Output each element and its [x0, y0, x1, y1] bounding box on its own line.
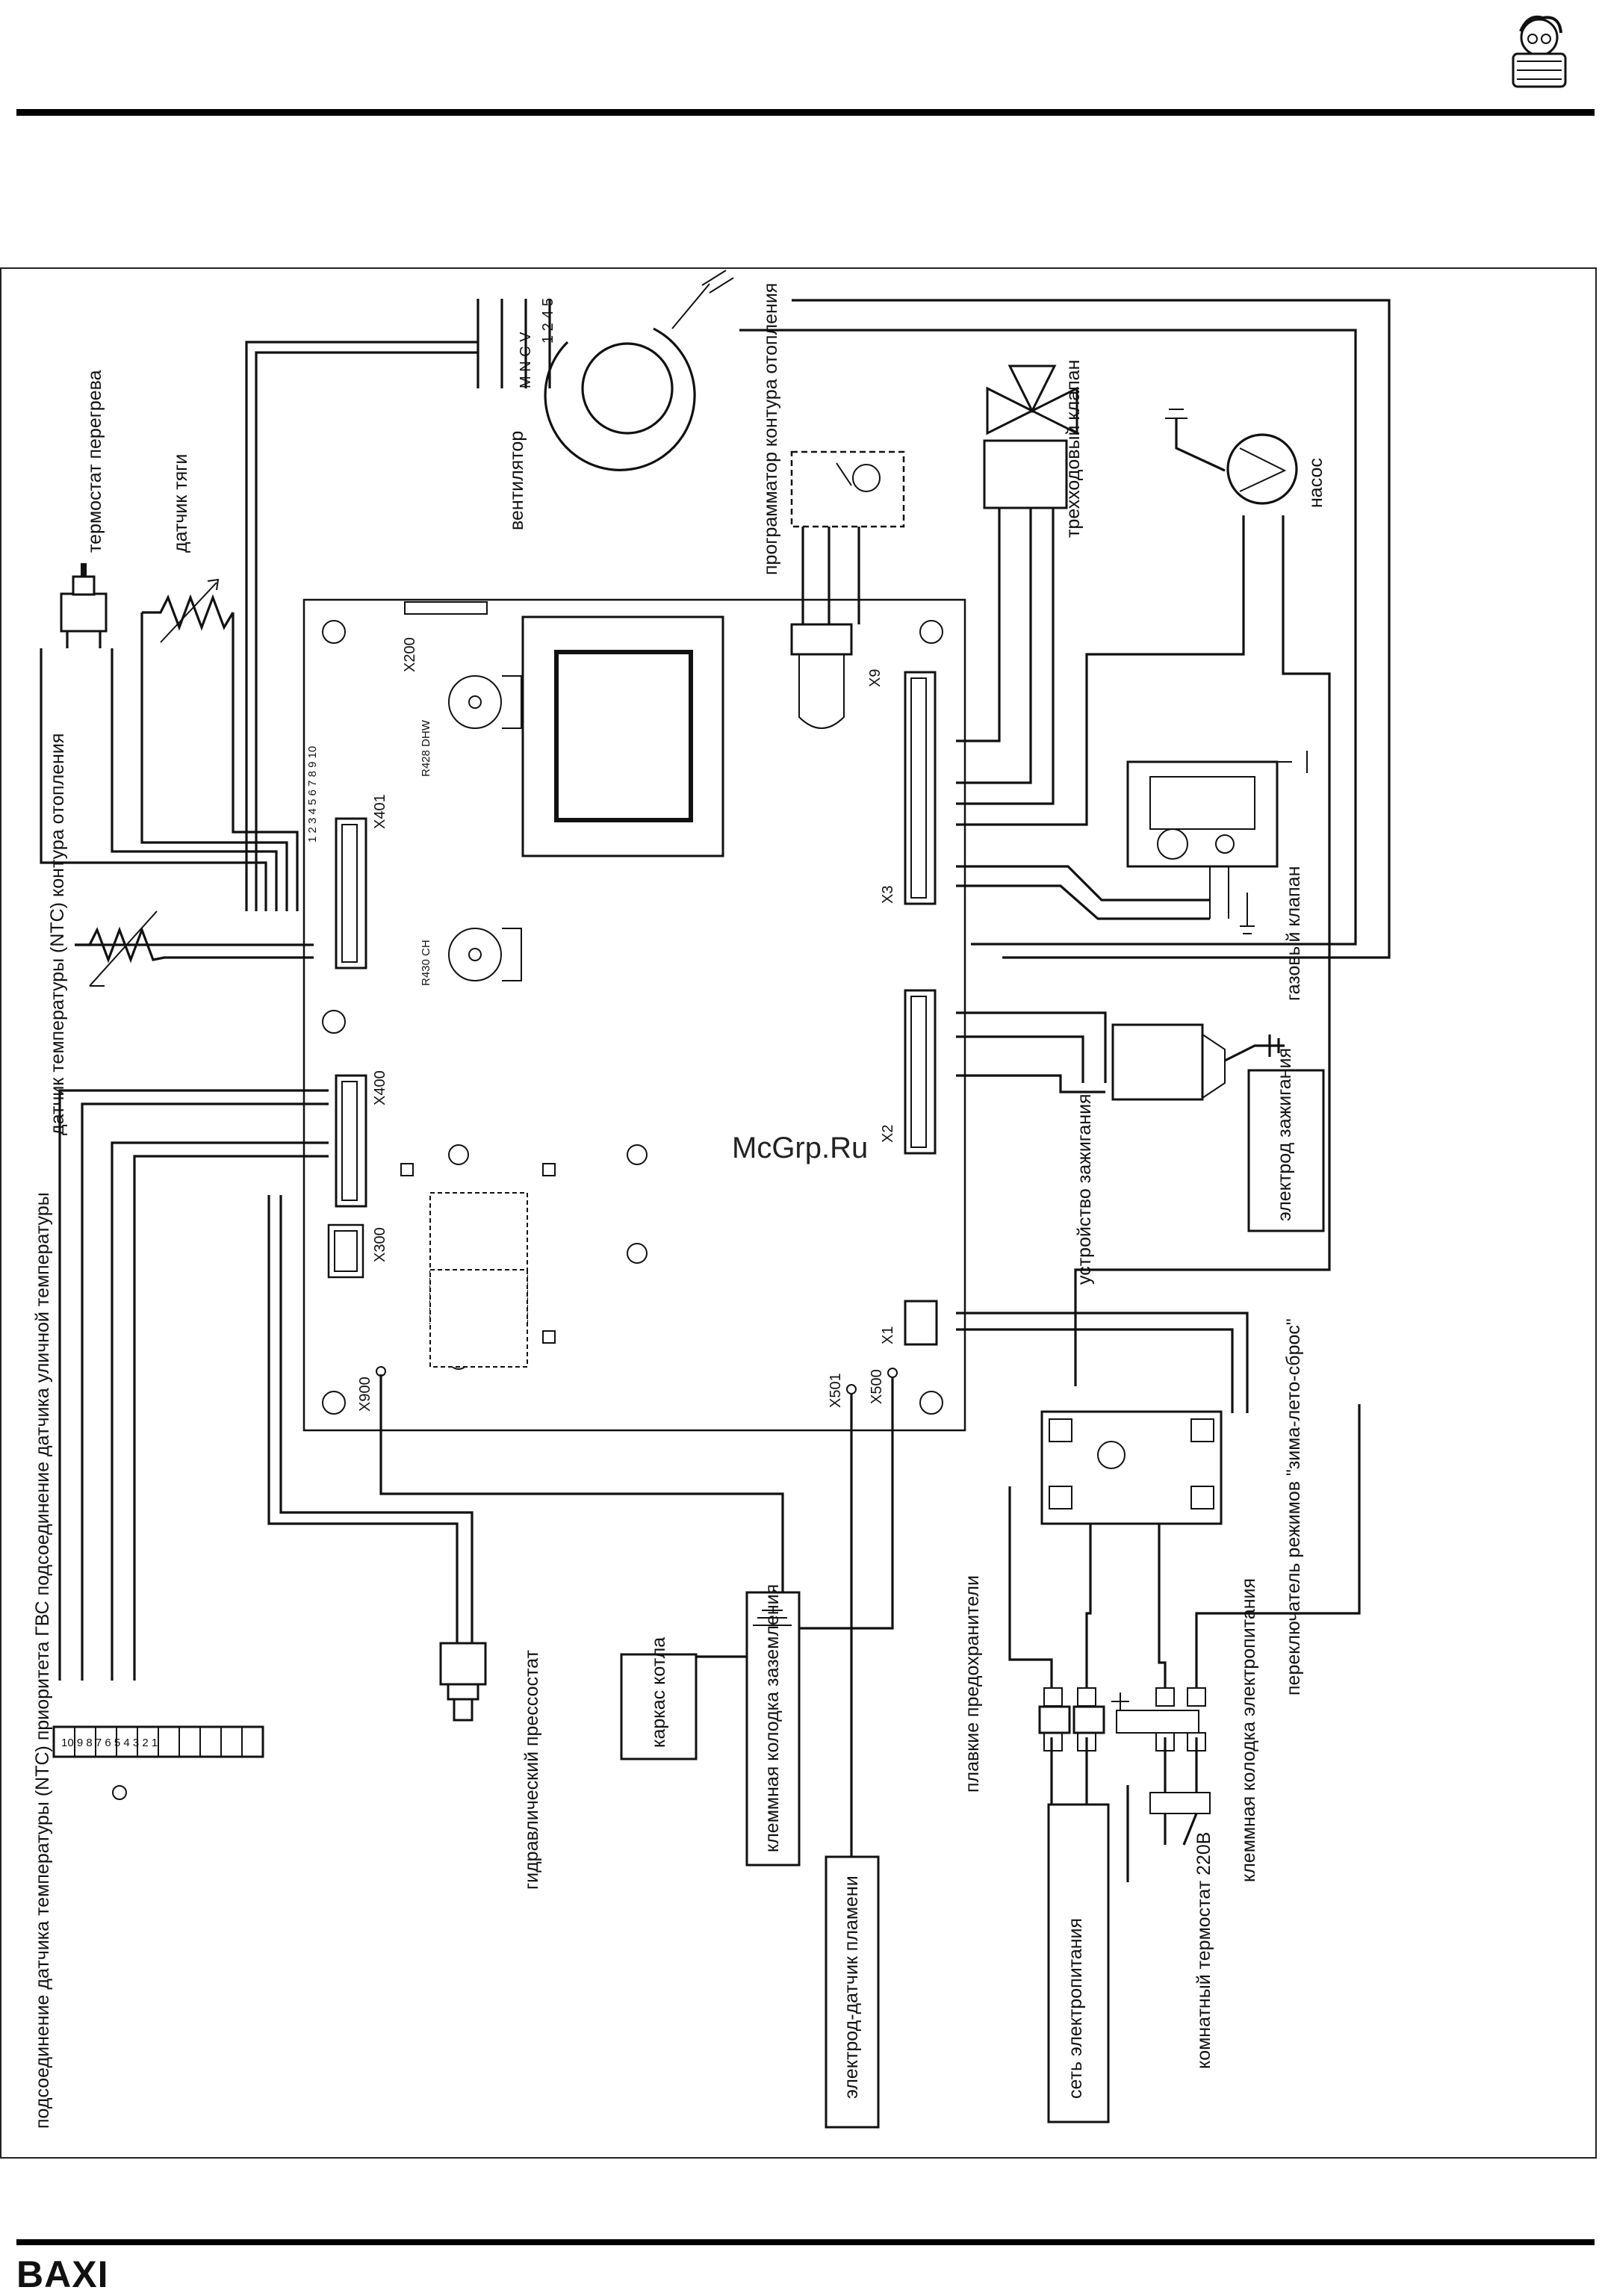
room-thermostat-icon: [1149, 1792, 1211, 1846]
sensor-terminal-strip: 10 9 8 7 6 5 4 3 2 1: [52, 1725, 264, 1800]
ch-ntc-sensor-icon: [75, 910, 175, 987]
mains-text: сеть электропитания: [1065, 1918, 1086, 2099]
ignition-electrode-box: [1247, 1069, 1325, 1232]
connector-x2: [904, 989, 937, 1155]
connector-x401: 1 2 3 4 5 6 7 8 9 10: [306, 746, 367, 969]
reader-mascot-icon: [1512, 15, 1567, 88]
flue-sensor-label: датчик тяги: [170, 454, 191, 553]
three-way-valve-icon: [983, 364, 1078, 509]
pump-icon: [1165, 409, 1298, 505]
flame-electrode-text: электрод-датчик пламени: [841, 1875, 862, 2099]
overheat-thermostat-icon: [60, 563, 108, 648]
mode-switch-icon: [1040, 1410, 1223, 1525]
svg-text:1 2 3 4 5 6 7 8 9 10: 1 2 3 4 5 6 7 8 9 10: [306, 746, 319, 843]
power-terminal-label: клеммная колодка электропитания: [1238, 1578, 1259, 1882]
ch-ntc-sensor-label: датчик температуры (NTC) контура отоплен…: [47, 733, 68, 1135]
mode-switch-label: переключатель режимов "зима-лето-сброс": [1283, 1318, 1304, 1695]
three-way-valve-label: трехходовый клапан: [1063, 360, 1084, 538]
gas-valve-icon: [1126, 751, 1308, 934]
svg-text:M N C V: M N C V: [518, 332, 534, 388]
connector-x9: [790, 623, 853, 729]
water-pressostat-label: гидравлический прессостат: [521, 1649, 542, 1890]
gas-valve-label: газовый клапан: [1283, 866, 1304, 1001]
connector-x3: [904, 671, 937, 905]
top-rule: [16, 109, 1595, 116]
x200-label: X200: [402, 637, 418, 672]
control-board: [302, 598, 966, 1432]
flue-sensor-icon: [142, 578, 235, 643]
svg-text:1 2 4 5: 1 2 4 5: [540, 298, 556, 344]
x501-label: X501: [828, 1373, 844, 1408]
terminal-notes-label: подсоединение датчика температуры (NTC) …: [32, 1192, 53, 2129]
fuses-label: плавкие предохранители: [962, 1575, 983, 1793]
x500-label: X500: [869, 1369, 885, 1404]
overheat-thermostat-label: термостат перегрева: [84, 370, 105, 553]
frame-earth-box: [620, 1653, 698, 1760]
room-thermostat-label: комнатный термостат 220В: [1193, 1832, 1214, 2069]
pump-label: насос: [1305, 458, 1326, 508]
mains-box: [1047, 1803, 1110, 2123]
x9-label: X9: [867, 669, 884, 687]
frame-earth-text: каркас котла: [648, 1637, 669, 1748]
r430-label: R430 CH: [420, 940, 432, 986]
x300-label: X300: [372, 1227, 388, 1262]
x2-label: X2: [880, 1125, 896, 1143]
x900-label: X900: [357, 1377, 373, 1412]
x401-label: X401: [372, 794, 388, 829]
programmer-label: программатор контура отопления: [760, 283, 781, 575]
svg-text:10 9 8 7 6 5 4 3 2 1: 10 9 8 7 6 5 4 3 2 1: [61, 1737, 158, 1749]
fan-icon: 1 2 4 5 M N C V: [476, 270, 734, 471]
watermark-text: McGrp.Ru: [732, 1132, 868, 1164]
diagram-frame: [0, 267, 1597, 2159]
x400-label: X400: [372, 1070, 388, 1105]
x3-label: X3: [880, 886, 896, 904]
flame-electrode-box: [825, 1855, 880, 2129]
earth-block-text: клеммная колодка заземления: [762, 1584, 783, 1852]
bottom-rule: [16, 2239, 1595, 2245]
ignition-device-icon: [1111, 1023, 1285, 1101]
programmer-icon: [790, 450, 905, 528]
water-pressostat-icon: [439, 1642, 487, 1722]
brand-logo: BAXI: [16, 2253, 109, 2295]
ignition-electrode-text: электрод зажигания: [1274, 1048, 1295, 1221]
connector-x1: [904, 1300, 938, 1346]
earth-block-box: [745, 1591, 801, 1867]
ignition-device-label: устройство зажигания: [1074, 1093, 1095, 1285]
connector-x400: [335, 1074, 367, 1208]
fuse-icon: [1038, 1705, 1199, 1734]
x1-label: X1: [880, 1327, 896, 1344]
r428-label: R428 DHW: [420, 719, 432, 777]
fan-label: вентилятор: [506, 431, 527, 530]
